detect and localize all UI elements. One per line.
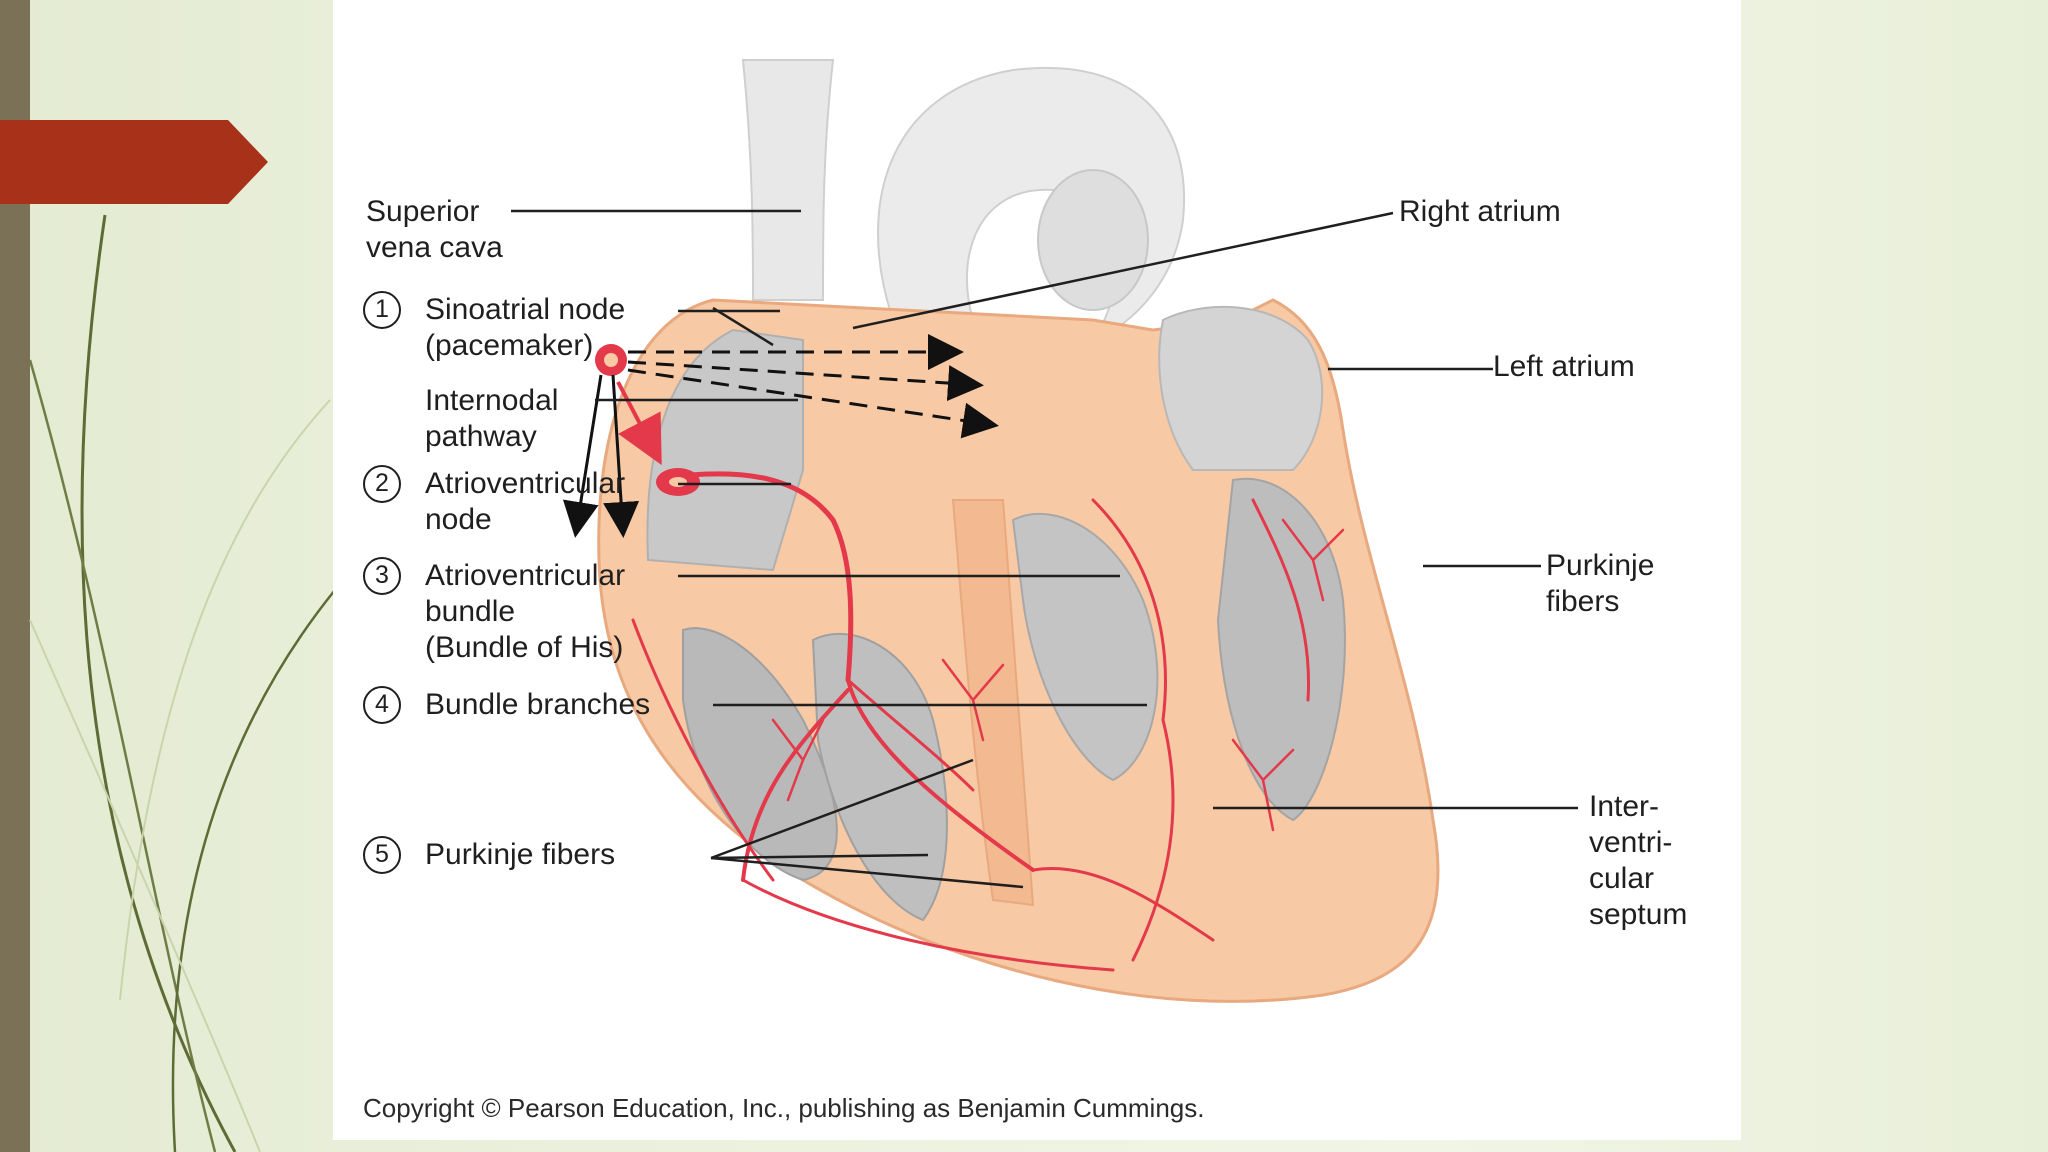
label-interventricular-septum-line1: Inter- [1589,790,1660,823]
label-interventricular-septum-line2: ventri- [1589,826,1673,859]
label-av-node-line1: Atrioventricular [425,467,626,500]
label-purkinje-fibers-left: Purkinje fibers [425,838,616,871]
heart-illustration [511,59,1578,1003]
slide-accent-arrow [0,120,268,204]
label-sinoatrial-node-line1: Sinoatrial node [425,293,626,326]
label-internodal-pathway-line1: Internodal [425,384,559,417]
label-bundle-branches: Bundle branches [425,688,651,721]
label-av-bundle-line1: Atrioventricular [425,559,626,592]
label-interventricular-septum-line3: cular [1589,862,1655,895]
label-sinoatrial-node-line2: (pacemaker) [425,329,594,362]
step-number-2: 2 [363,465,401,503]
label-internodal-pathway-line2: pathway [425,420,537,453]
conduction-system [631,471,1345,972]
heart-body [597,298,1440,1003]
label-av-bundle-line3: (Bundle of His) [425,631,624,664]
label-superior-vena-cava-line1: Superior [366,195,480,228]
label-av-node-line2: node [425,503,492,536]
label-purkinje-fibers-right-line1: Purkinje [1546,549,1655,582]
heart-conduction-figure: Superior vena cava Right atrium Left atr… [333,0,1741,1140]
label-purkinje-fibers-right-line2: fibers [1546,585,1620,618]
step-number-4: 4 [363,686,401,724]
sinoatrial-node-shape [595,344,627,376]
decorative-swoosh-lines [28,214,336,1152]
label-superior-vena-cava-line2: vena cava [366,231,503,264]
label-av-bundle-line2: bundle [425,595,516,628]
copyright-notice: Copyright © Pearson Education, Inc., pub… [363,1093,1205,1123]
step-number-5: 5 [363,836,401,874]
step-number-3: 3 [363,557,401,595]
leader-lines [511,209,1578,889]
label-left-atrium: Left atrium [1493,350,1635,383]
atrioventricular-node-shape [656,468,700,496]
label-interventricular-septum-line4: septum [1589,898,1688,931]
label-right-atrium: Right atrium [1399,195,1561,228]
step-number-1: 1 [363,291,401,329]
